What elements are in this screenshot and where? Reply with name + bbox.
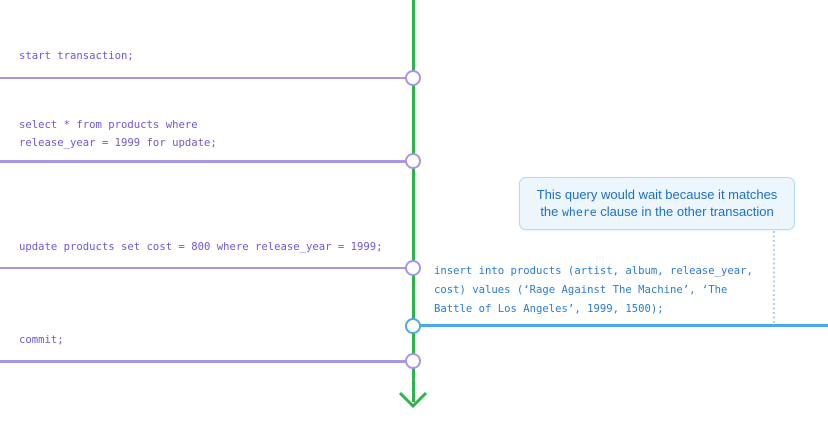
connector-line — [0, 76, 407, 79]
connector-line — [0, 266, 407, 269]
connector-line — [0, 160, 407, 163]
arrow-down-icon — [398, 391, 428, 409]
tooltip-code-where: where — [562, 205, 597, 219]
tooltip-line2: the where clause in the other transactio… — [540, 203, 773, 222]
tooltip-text-fragment: clause in the other transaction — [596, 204, 774, 219]
sql-statement-commit: commit; — [19, 334, 64, 346]
tooltip-line1: This query would wait because it matches — [536, 186, 778, 202]
sql-statement-start-transaction: start transaction; — [19, 50, 134, 62]
transaction-lifeline — [411, 0, 415, 402]
connector-line — [0, 360, 407, 363]
tooltip: This query would wait because it matches… — [519, 177, 795, 230]
event-marker — [405, 153, 421, 169]
connector-line-blue — [413, 324, 828, 327]
sql-statement-update: update products set cost = 800 where rel… — [19, 241, 383, 253]
event-marker-waiting — [405, 317, 421, 334]
tooltip-text-fragment: the — [540, 204, 562, 219]
tooltip-pointer-line — [772, 231, 775, 324]
event-marker — [405, 353, 421, 369]
sql-statement-select-for-update: select * from products where release_yea… — [19, 119, 217, 149]
event-marker — [405, 260, 421, 276]
event-marker — [405, 70, 421, 86]
sql-statement-insert: insert into products (artist, album, rel… — [434, 265, 753, 315]
